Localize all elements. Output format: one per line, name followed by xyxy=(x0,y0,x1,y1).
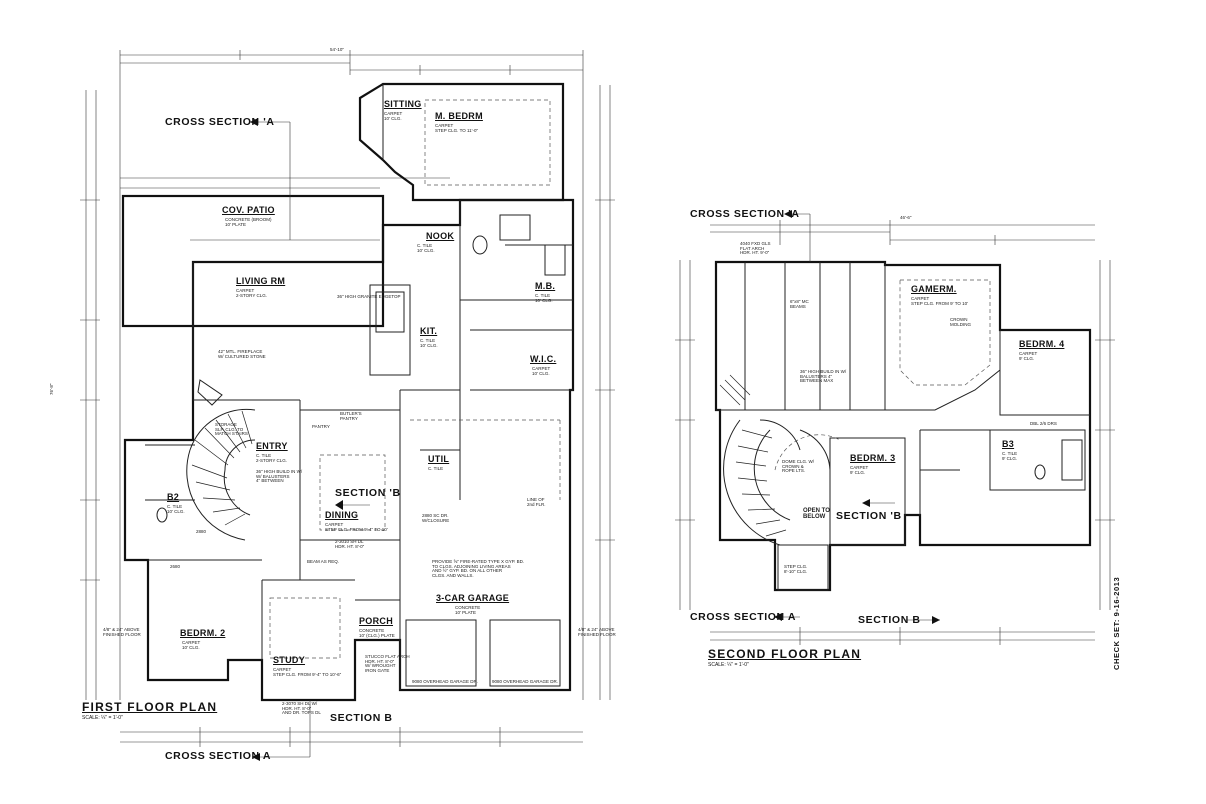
note-open-below: OPEN TO BELOW xyxy=(803,508,830,520)
room-covered-patio: COV. PATIO xyxy=(222,205,275,215)
room-garage: 3-CAR GARAGE xyxy=(436,593,510,603)
first-floor-overall-width: 54'-10" xyxy=(330,47,344,52)
first-floor-title: FIRST FLOOR PLAN xyxy=(82,700,218,714)
note-pantry: PANTRY xyxy=(312,424,330,429)
room-master-bedroom: M. BEDRM xyxy=(435,111,483,121)
note-garage-door-left: 9080 OVERHEAD GARAGE DR. xyxy=(412,679,479,684)
second-floor-curved-stair xyxy=(723,419,831,546)
room-bath-2: B2 xyxy=(167,492,180,502)
check-set-date: CHECK SET: 9-16-2013 xyxy=(1112,576,1121,670)
room-master-bath: M.B. xyxy=(535,281,556,291)
room-sitting-notes: CARPET 10' CLG. xyxy=(384,111,403,121)
room-study: STUDY xyxy=(273,655,306,665)
room-nook-notes: C. TILE 10' CLG. xyxy=(417,243,435,253)
first-floor-shell xyxy=(123,198,575,702)
note-cabinet-enclosure: 2880 SC DR. W/CLOSURE xyxy=(422,513,450,523)
note-door-2880: 2880 xyxy=(196,529,207,534)
room-walk-in-closet: W.I.C. xyxy=(530,354,557,364)
room-bedroom-2: BEDRM. 2 xyxy=(180,628,226,638)
room-porch-notes: CONCRETE 10' (CLG.) PLATE xyxy=(359,628,395,638)
second-floor-scale: SCALE: ¼" = 1'-0" xyxy=(708,662,749,668)
room-entry-notes: C. TILE 2-STORY CLG. xyxy=(256,453,288,463)
note-butler-pantry: BUTLER'S PANTRY xyxy=(340,411,362,421)
note-granite-bar: 36" HIGH GRANITE EDGETOP xyxy=(337,294,401,299)
room-bedroom-3: BEDRM. 3 xyxy=(850,453,896,463)
first-floor-dimensions-top xyxy=(80,50,615,747)
room-kitchen: KIT. xyxy=(420,326,438,336)
room-kitchen-notes: C. TILE 10' CLG. xyxy=(420,338,438,348)
note-dbl-drs: DBL 2/6 DRS xyxy=(1030,421,1057,426)
note-dome: DOME CLG. W/ CROWN & ROPE LTS. xyxy=(782,459,815,473)
first-floor-plan xyxy=(80,50,615,761)
room-porch: PORCH xyxy=(359,616,394,626)
note-high-wall: 36" HIGH BUILD IN W/ W/ BALUSTERS 4" BET… xyxy=(256,469,303,483)
room-bath-2-notes: C. TILE 10' CLG. xyxy=(167,504,185,514)
room-entry: ENTRY xyxy=(256,441,288,451)
note-beams: 6"x8" MC BEAMS xyxy=(790,299,809,309)
first-floor-scale: SCALE: ¼" = 1'-0" xyxy=(82,715,123,721)
room-master-bedroom-notes: CARPET STEP CLG. TO 11'-0" xyxy=(435,123,479,133)
second-floor-overall-width: 46'-6" xyxy=(900,215,912,220)
note-garage-fire: PROVIDE ⅝" FIRE-RATED TYPE X GYP. BD. TO… xyxy=(432,559,525,578)
second-floor-beams xyxy=(716,262,885,411)
note-garage-door-right: 9080 OVERHEAD GARAGE DR. xyxy=(492,679,559,684)
bedroom-3-walls xyxy=(829,437,906,546)
room-sitting: SITTING xyxy=(384,99,422,109)
second-floor-cross-section-a-top: CROSS SECTION 'A xyxy=(690,208,800,220)
room-bath-3-notes: C. TILE 9' CLG. xyxy=(1002,451,1018,461)
first-floor-section-b-bottom: SECTION B xyxy=(330,712,393,724)
master-suite-walls xyxy=(358,82,565,202)
first-floor-section-b-mid: SECTION 'B xyxy=(335,487,401,499)
room-utility: UTIL xyxy=(428,454,450,464)
game-room-walls xyxy=(884,262,1001,411)
room-bath-3: B3 xyxy=(1002,439,1015,449)
note-storage: STORAGE SLP. CLG. TO MATCH STAIRS xyxy=(215,422,248,436)
note-crown-molding: CROWN MOLDING xyxy=(950,317,972,327)
note-finished-floor-left: 4/8" & 24" ABOVE FINISHED FLOOR xyxy=(103,627,141,637)
second-floor-dimensions xyxy=(675,220,1115,645)
note-porch-arch: STUCCO FLAT ARCH HDR. HT. 8'-0" W/ WROUG… xyxy=(365,654,410,673)
room-living-notes: CARPET 2-STORY CLG. xyxy=(236,288,268,298)
room-dining-notes: CARPET STEP CLG. FROM 9'-4" TO 10' xyxy=(325,522,388,532)
note-beam: BEAM AS REQ. xyxy=(307,559,340,564)
second-floor-section-b-mid: SECTION 'B xyxy=(836,510,902,522)
room-utility-notes: C. TILE xyxy=(428,466,444,471)
first-floor-overall-depth: 76'-8" xyxy=(49,383,54,395)
room-walk-in-closet-notes: CARPET 10' CLG. xyxy=(532,366,551,376)
room-nook: NOOK xyxy=(426,231,455,241)
kitchen-island xyxy=(369,284,411,376)
note-door-2680: 2680 xyxy=(170,564,181,569)
room-garage-notes: CONCRETE 10' PLATE xyxy=(455,605,481,615)
note-windows: 4040 FXD GLS FLAT ARCH HDR. HT. 9'-0" xyxy=(740,241,771,255)
room-study-notes: CARPET STEP CLG. FROM 9'-4" TO 10'-6" xyxy=(273,667,342,677)
bath-3-walls xyxy=(989,429,1086,491)
second-floor-section-b-bottom: SECTION B xyxy=(858,614,921,626)
second-floor-plan xyxy=(675,210,1115,645)
first-floor-cross-section-a-top: CROSS SECTION 'A xyxy=(165,116,275,128)
room-game-room: GAMERM. xyxy=(911,284,957,294)
note-line-2nd-floor: LINE OF 2nd FLR. xyxy=(527,497,546,507)
fireplace xyxy=(197,379,223,406)
first-floor-cross-section-a-bottom: CROSS SECTION A xyxy=(165,750,272,762)
room-covered-patio-notes: CONCRETE (BROOM) 10' PLATE xyxy=(225,217,272,227)
note-study-window: 2-3010 SH DL HDR. HT. 8'-0" xyxy=(335,539,365,549)
note-fireplace: 42" MTL. FIREPLACE W/ CULTURED STONE xyxy=(218,349,266,359)
note-front-door: 2-3070 SH DL W/ HDR. HT. 8'-0" AND DR. T… xyxy=(282,701,321,715)
room-bedroom-4-notes: CARPET 9' CLG. xyxy=(1019,351,1038,361)
second-floor-title: SECOND FLOOR PLAN xyxy=(708,647,862,661)
room-bedroom-2-notes: CARPET 10' CLG. xyxy=(182,640,201,650)
note-balusters: 36" HIGH BUILD IN W/ BALUSTERS 4" BETWEE… xyxy=(800,369,847,383)
room-game-room-notes: CARPET STEP CLG. FROM 9' TO 10' xyxy=(911,296,968,306)
room-bedroom-4: BEDRM. 4 xyxy=(1019,339,1065,349)
first-floor-curved-stair xyxy=(186,408,256,541)
first-floor-interior-walls xyxy=(145,200,573,690)
note-step-clg: STEP CLG. 8'-10" CLG. xyxy=(784,564,808,574)
room-master-bath-notes: C. TILE 10' CLG. xyxy=(535,293,553,303)
room-living: LIVING RM xyxy=(236,276,286,286)
room-dining: DINING xyxy=(325,510,359,520)
room-bedroom-3-notes: CARPET 9' CLG. xyxy=(850,465,869,475)
second-floor-cross-section-a-bottom: CROSS SECTION A xyxy=(690,611,797,623)
note-finished-floor-right: 4/8" & 24" ABOVE FINISHED FLOOR xyxy=(578,627,616,637)
